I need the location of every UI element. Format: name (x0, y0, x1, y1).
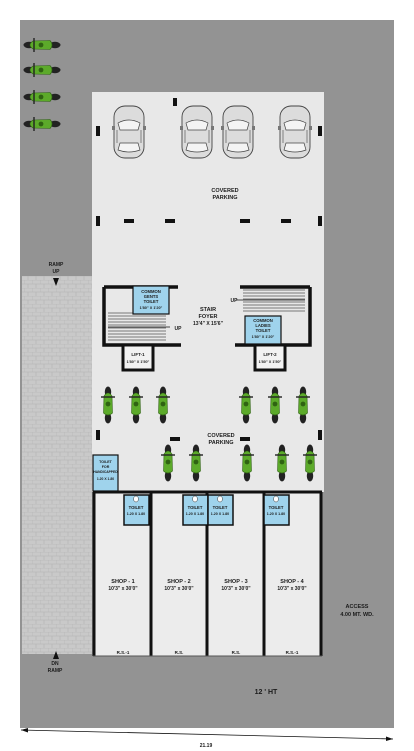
lift-1 (121, 343, 155, 372)
parking-floor (92, 92, 324, 492)
shop-1-toilet-label: TOILET (129, 505, 144, 510)
stair-foyer-dim: 13'4" X 15'6" (193, 321, 224, 327)
stair-core (102, 285, 312, 347)
shop-1-toilet-dim: 1.20 X 1.80 (127, 512, 145, 516)
shop-4-shutter: R.S.-1 (286, 650, 299, 655)
gents-toilet-label: COMMON (141, 289, 161, 294)
ladies-toilet-label: LADIES (255, 323, 271, 328)
ladies-toilet-dim: 1'80" X 1'20" (252, 335, 275, 339)
ladies-toilet-label: TOILET (256, 328, 271, 333)
ramp-down-arrow-icon (53, 651, 59, 659)
covered-parking-label: PARKING (213, 195, 238, 201)
covered-parking-label: PARKING (209, 440, 234, 446)
covered-parking-label: COVERED (207, 433, 234, 439)
gents-toilet-label: GENTS (144, 294, 159, 299)
shop-1-shutter: R.S.-1 (117, 650, 130, 655)
parked-car-1 (111, 105, 147, 159)
handicapped-toilet-label: FOR (102, 465, 110, 469)
floor-height-label: 12 ' HT (255, 689, 278, 696)
shop-2-label: SHOP - 2 (167, 579, 190, 585)
parked-car-3 (220, 105, 256, 159)
ladies-toilet-label: COMMON (253, 318, 273, 323)
shop-2-size: 10'3" x 30'0" (164, 586, 194, 592)
handicapped-toilet-label: TOILET (99, 460, 113, 464)
ramp-up-arrow-icon (53, 278, 59, 286)
stair-foyer-label: FOYER (199, 314, 218, 320)
lift-2-dim: 1'80" X 1'50" (259, 360, 282, 364)
lift-2 (253, 343, 287, 372)
ramp-paving (22, 276, 92, 654)
shop-4-toilet-dim: 1.20 X 1.80 (267, 512, 285, 516)
shop-4-toilet-label: TOILET (269, 505, 284, 510)
stair-foyer-label: STAIR (200, 307, 216, 313)
ramp-down-label: RAMP (48, 668, 63, 674)
stair-up-label: UP (231, 298, 239, 304)
gents-toilet (132, 285, 170, 315)
shop-4-size: 10'3" x 30'0" (277, 586, 307, 592)
shop-3-toilet-dim: 1.20 X 1.80 (211, 512, 229, 516)
width-dimension-label: 21.19 (200, 743, 213, 749)
shop-2-toilet-label: TOILET (188, 505, 203, 510)
ladies-toilet (244, 315, 282, 345)
lift-1-label: LIFT-1 (131, 352, 145, 357)
shop-1-label: SHOP - 1 (111, 579, 134, 585)
stair-up-label: UP (175, 326, 183, 332)
shop-3-toilet-label: TOILET (213, 505, 228, 510)
shop-1-size: 10'3" x 30'0" (108, 586, 138, 592)
access-label: ACCESS (346, 604, 369, 610)
gents-toilet-label: TOILET (144, 299, 159, 304)
parked-car-2 (179, 105, 215, 159)
covered-parking-label: COVERED (211, 188, 238, 194)
lift-1-dim: 1'80" X 1'50" (127, 360, 150, 364)
access-width-label: 4.00 MT. WD. (340, 612, 374, 618)
width-dimension: 21.19 (20, 728, 394, 749)
shop-3-size: 10'3" x 30'0" (221, 586, 251, 592)
shop-3-label: SHOP - 3 (224, 579, 247, 585)
handicapped-toilet (92, 454, 119, 492)
handicapped-toilet-dim: 1.20 X 1.80 (97, 477, 114, 481)
shop-2-toilet-dim: 1.20 X 1.80 (186, 512, 204, 516)
gents-toilet-dim: 1'80" X 1'20" (140, 306, 163, 310)
lift-2-label: LIFT-2 (263, 352, 277, 357)
ramp-up-label: UP (53, 269, 61, 275)
parked-car-4 (277, 105, 313, 159)
shop-2-shutter: R.S. (175, 650, 184, 655)
shop-4-label: SHOP - 4 (280, 579, 304, 585)
ramp-up-label: RAMP (49, 262, 64, 268)
handicapped-toilet-label: HANDICAPPED (93, 470, 118, 474)
shop-3-shutter: R.S. (232, 650, 241, 655)
ramp-down-label: DN (51, 661, 59, 667)
